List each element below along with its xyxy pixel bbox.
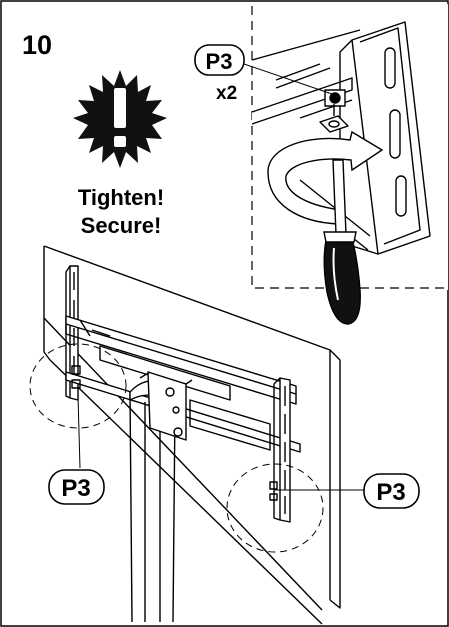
- warning-text-secure: Secure!: [81, 213, 162, 238]
- callout-left: P3: [48, 469, 105, 505]
- right-vertical-bracket: [273, 377, 291, 523]
- bolt-and-washer: [319, 89, 349, 133]
- callout-right-label: P3: [376, 479, 405, 506]
- stand-column: [129, 371, 193, 623]
- detail-quantity: x2: [216, 83, 237, 104]
- exclamation-burst-icon: [73, 70, 167, 168]
- screwdriver-icon: [323, 159, 361, 325]
- highlight-circle-right: [226, 463, 324, 553]
- callout-left-label: P3: [61, 475, 90, 502]
- warning-text-tighten: Tighten!: [78, 185, 164, 210]
- callout-right: P3: [363, 473, 420, 509]
- rotate-arrow-icon: [267, 130, 384, 225]
- detail-leader-line: [243, 63, 333, 95]
- highlight-circle-left: [29, 343, 127, 429]
- step-number: 10: [22, 30, 52, 60]
- detail-inset-border: [251, 6, 448, 289]
- leader-line-left: [77, 395, 81, 469]
- detail-part-label: P3: [206, 49, 233, 74]
- tv-and-stand-drawing: [43, 245, 341, 625]
- bracket-bolts: [71, 365, 278, 501]
- detail-part-badge: [194, 44, 245, 76]
